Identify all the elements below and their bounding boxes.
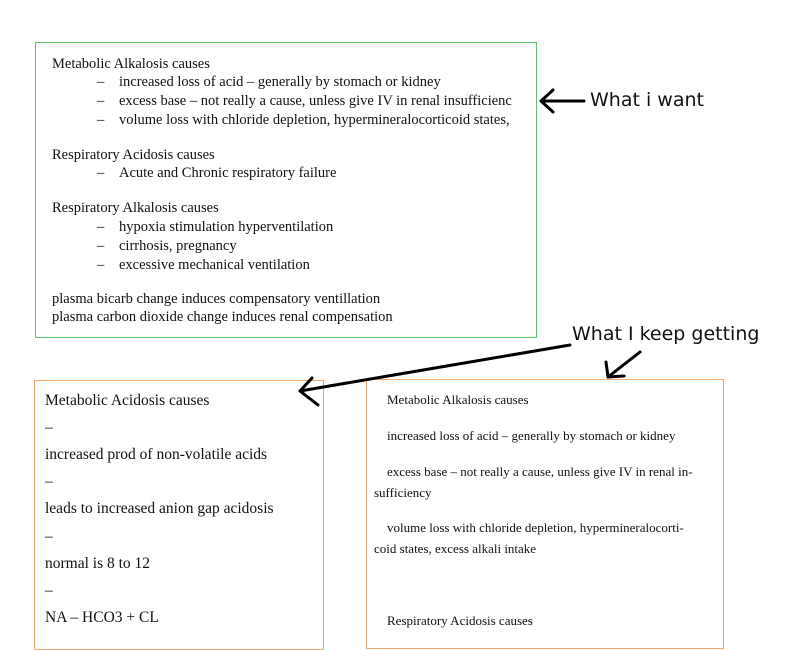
paragraph-line: volume loss with chloride depletion, hyp… bbox=[387, 520, 684, 535]
section-heading: Respiratory Alkalosis causes bbox=[52, 200, 219, 216]
bullet-item: excessive mechanical ventilation bbox=[119, 257, 310, 273]
bullet-dash: – bbox=[97, 74, 105, 90]
note-line: plasma carbon dioxide change induces ren… bbox=[52, 309, 393, 325]
desired-output-box bbox=[35, 42, 537, 338]
paragraph-line: – bbox=[45, 419, 53, 436]
note-line: plasma bicarb change induces compensator… bbox=[52, 291, 381, 307]
bullet-item: increased loss of acid – generally by st… bbox=[119, 74, 441, 90]
paragraph-line: increased prod of non-volatile acids bbox=[45, 446, 268, 463]
section-heading: Respiratory Acidosis causes bbox=[52, 147, 215, 163]
bullet-item: Acute and Chronic respiratory failure bbox=[119, 165, 337, 181]
bullet-item: excess base – not really a cause, unless… bbox=[119, 93, 512, 109]
paragraph-line: Metabolic Acidosis causes bbox=[45, 392, 210, 409]
bullet-item: hypoxia stimulation hyperventilation bbox=[119, 219, 334, 235]
paragraph-line: coid states, excess alkali intake bbox=[374, 541, 537, 556]
arrow-to-left-box-icon bbox=[298, 343, 572, 407]
paragraph-line: increased loss of acid – generally by st… bbox=[387, 428, 676, 443]
paragraph-line: leads to increased anion gap acidosis bbox=[45, 500, 274, 517]
paragraph-line: – bbox=[45, 528, 53, 545]
annotation-what-i-keep-getting: What I keep getting bbox=[572, 323, 760, 345]
paragraph-line: – bbox=[45, 582, 53, 599]
arrow-left-icon bbox=[539, 88, 586, 114]
paragraph-line: normal is 8 to 12 bbox=[45, 555, 151, 572]
arrow-to-right-box-icon bbox=[604, 350, 642, 379]
bullet-dash: – bbox=[97, 165, 105, 181]
paragraph-line: Metabolic Alkalosis causes bbox=[387, 392, 529, 407]
bullet-dash: – bbox=[97, 112, 105, 128]
bullet-dash: – bbox=[97, 238, 105, 254]
annotation-what-i-want: What i want bbox=[590, 89, 704, 111]
paragraph-line: Respiratory Acidosis causes bbox=[387, 613, 533, 628]
bullet-dash: – bbox=[97, 93, 105, 109]
bullet-dash: – bbox=[97, 257, 105, 273]
annotation-arrows bbox=[298, 88, 642, 407]
paragraph-line: – bbox=[45, 473, 53, 490]
paragraph-line: NA – HCO3 + CL bbox=[45, 609, 159, 626]
bullet-dash: – bbox=[97, 219, 105, 235]
paragraph-line: sufficiency bbox=[374, 485, 432, 500]
section-heading: Metabolic Alkalosis causes bbox=[52, 56, 210, 72]
bullet-item: volume loss with chloride depletion, hyp… bbox=[119, 112, 510, 128]
paragraph-line: excess base – not really a cause, unless… bbox=[387, 464, 693, 479]
bullet-item: cirrhosis, pregnancy bbox=[119, 238, 237, 254]
